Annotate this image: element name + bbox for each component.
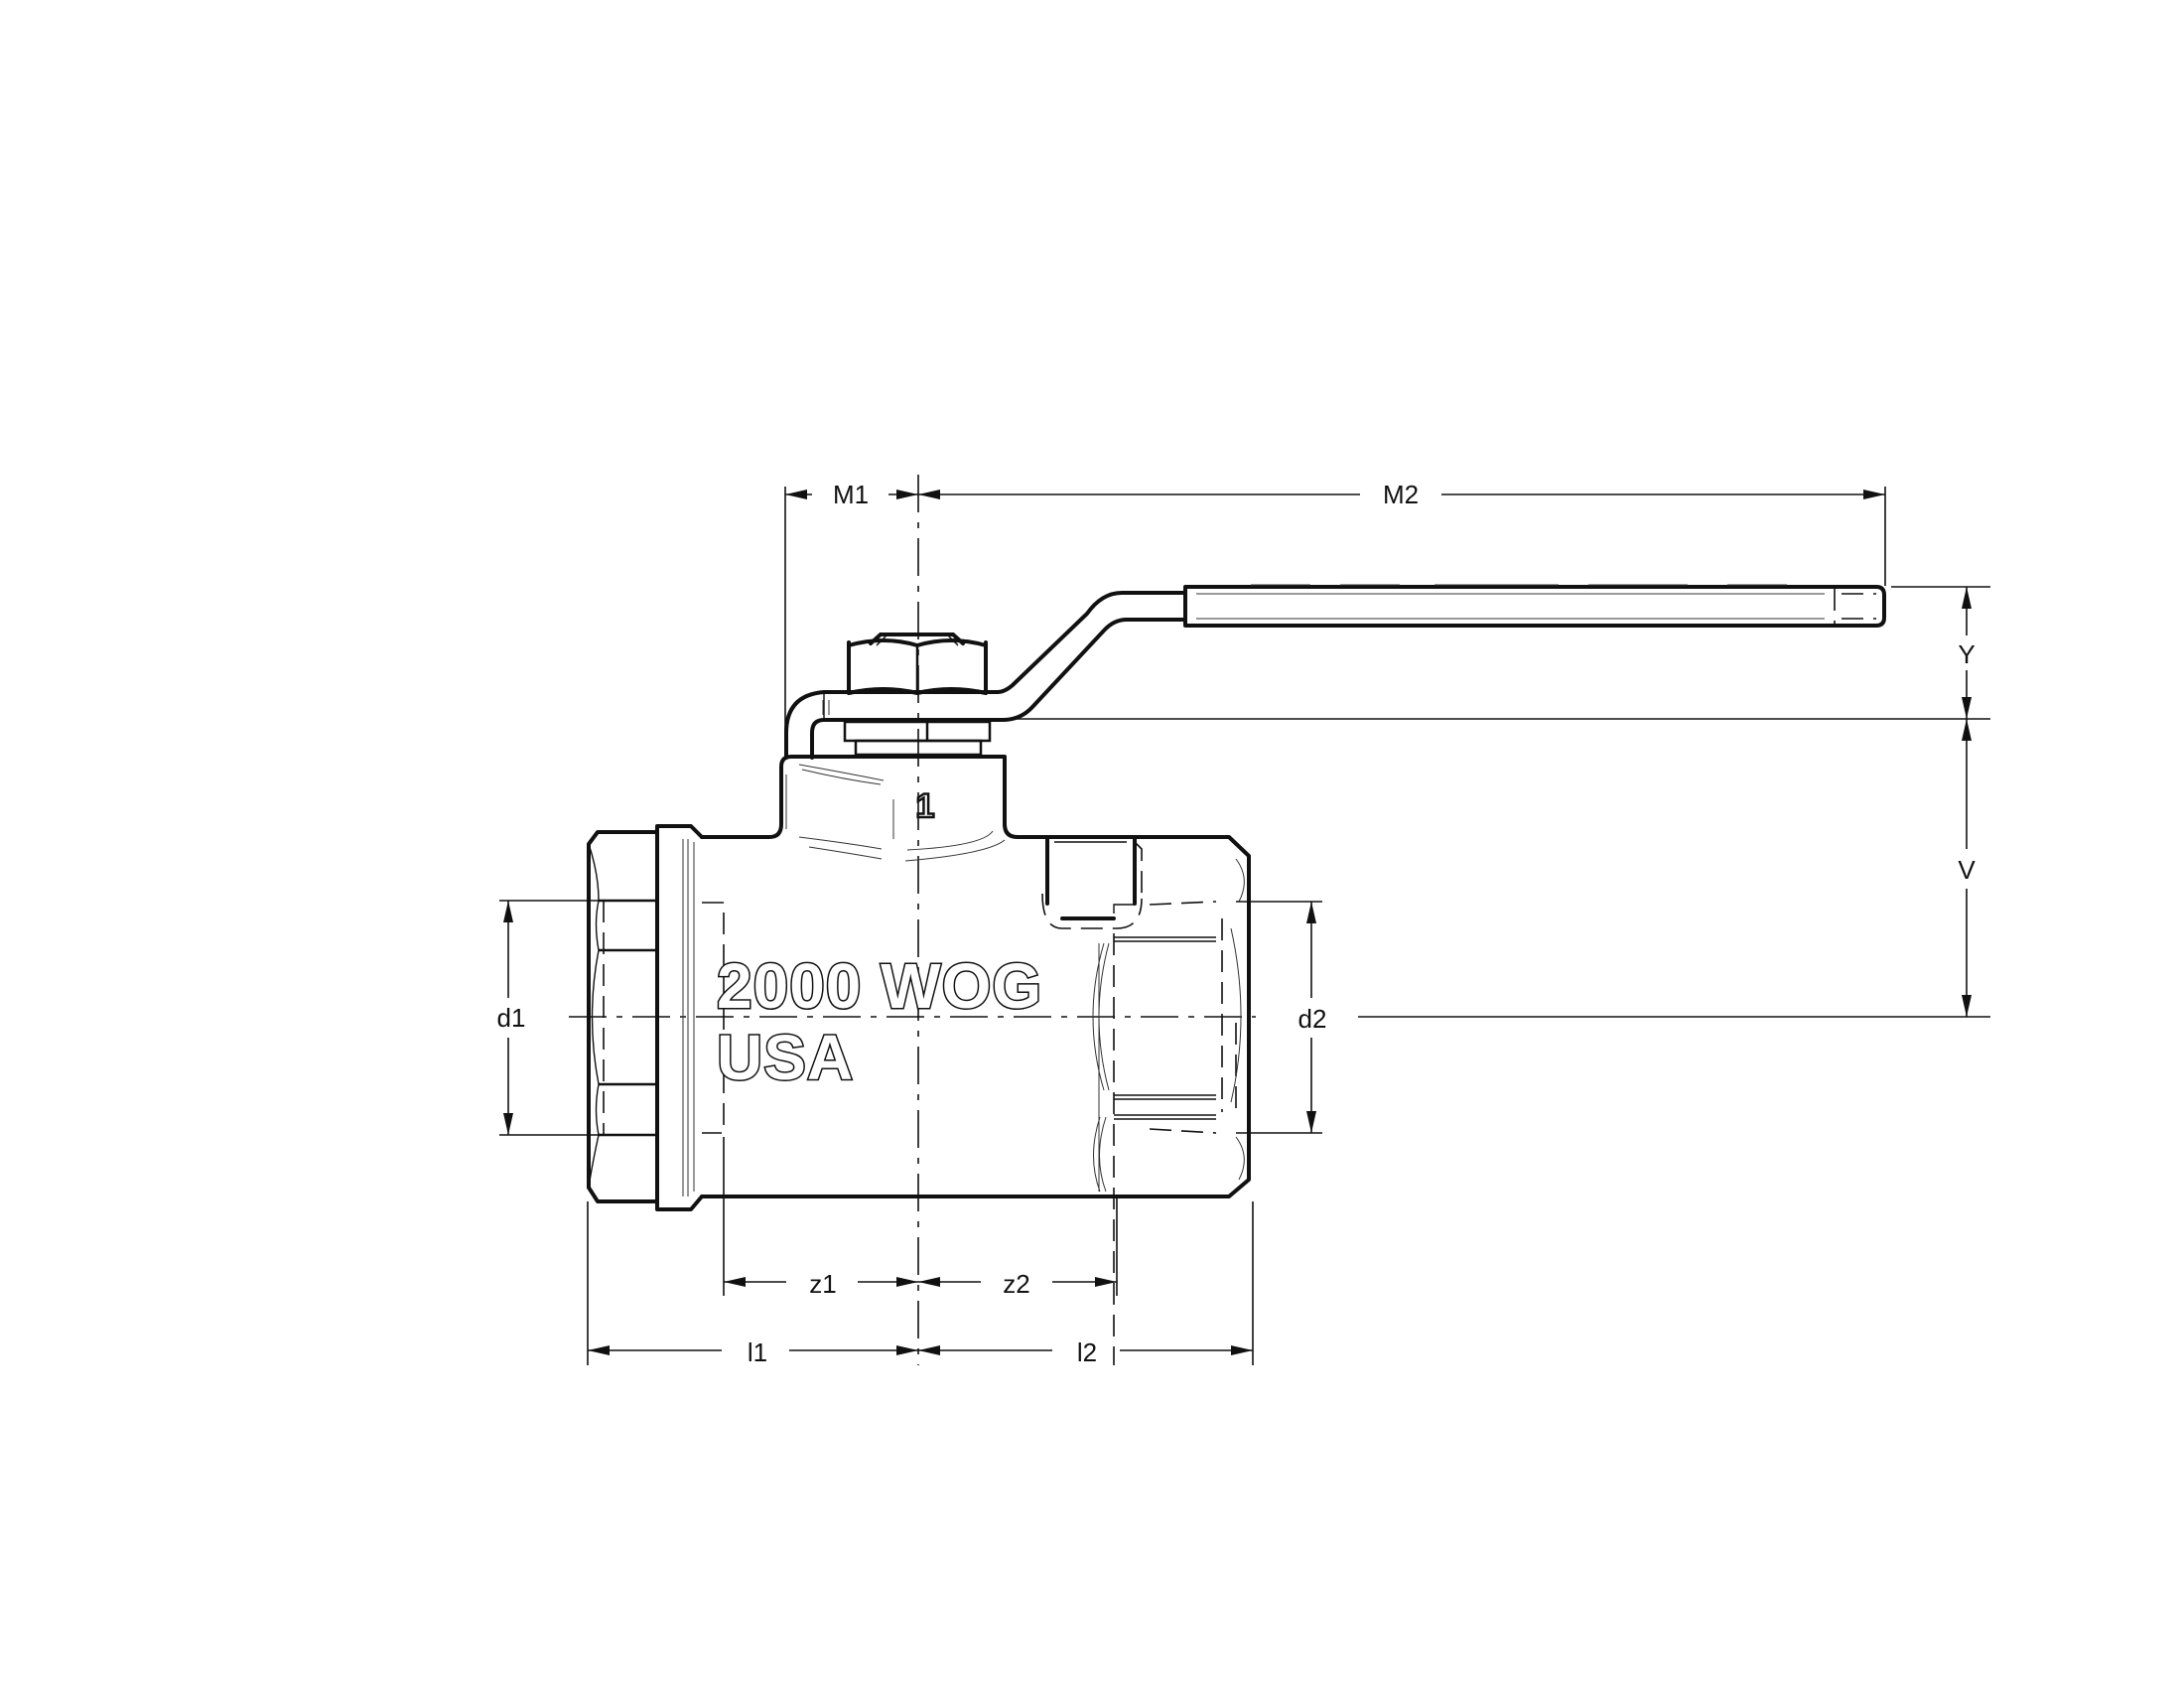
handle-grip bbox=[1183, 585, 1886, 628]
left-hex-end bbox=[587, 830, 659, 1203]
body-marking-line1: 2000 WOG bbox=[717, 950, 1042, 1022]
dimension-z2: z2 bbox=[918, 1269, 1117, 1299]
dimension-label-z1: z1 bbox=[809, 1269, 836, 1299]
dimension-label-M2: M2 bbox=[1383, 480, 1419, 509]
stem-assembly bbox=[843, 633, 992, 757]
dimension-label-z2: z2 bbox=[1003, 1269, 1029, 1299]
dimension-label-M1: M1 bbox=[833, 480, 869, 509]
body-marking-line2: USA bbox=[717, 1022, 854, 1093]
dimension-label-d1: d1 bbox=[497, 1003, 526, 1033]
dimension-l1: l1 bbox=[588, 1337, 918, 1367]
lever-handle bbox=[784, 584, 1886, 760]
dimension-Y: Y bbox=[1958, 587, 1976, 719]
dimension-z1: z1 bbox=[724, 1269, 918, 1299]
dimension-label-l1: l1 bbox=[748, 1337, 767, 1367]
handle-upper-edge bbox=[784, 591, 1187, 760]
side-port bbox=[1045, 835, 1137, 920]
dimension-l2: l2 bbox=[918, 1337, 1253, 1367]
dimension-label-l2: l2 bbox=[1077, 1337, 1097, 1367]
dimension-V: V bbox=[1958, 719, 1976, 1017]
dimension-label-Y: Y bbox=[1958, 639, 1975, 669]
dimension-label-d2: d2 bbox=[1298, 1004, 1327, 1034]
valve-body: 2000 WOG USA 1 bbox=[587, 755, 1251, 1365]
dimension-d2: d2 bbox=[1298, 902, 1327, 1133]
handle-lower-edge bbox=[810, 618, 1187, 760]
center-lines bbox=[569, 475, 1256, 1365]
dimension-d1: d1 bbox=[497, 901, 526, 1135]
dimensions: M1 M2 Y V bbox=[497, 480, 1990, 1367]
dimension-M1: M1 bbox=[785, 480, 918, 509]
dimension-label-V: V bbox=[1958, 855, 1976, 885]
washer bbox=[843, 720, 992, 743]
dimension-M2: M2 bbox=[918, 480, 1885, 509]
stem-marking: 1 bbox=[916, 787, 935, 825]
flange-ring bbox=[655, 824, 704, 1211]
